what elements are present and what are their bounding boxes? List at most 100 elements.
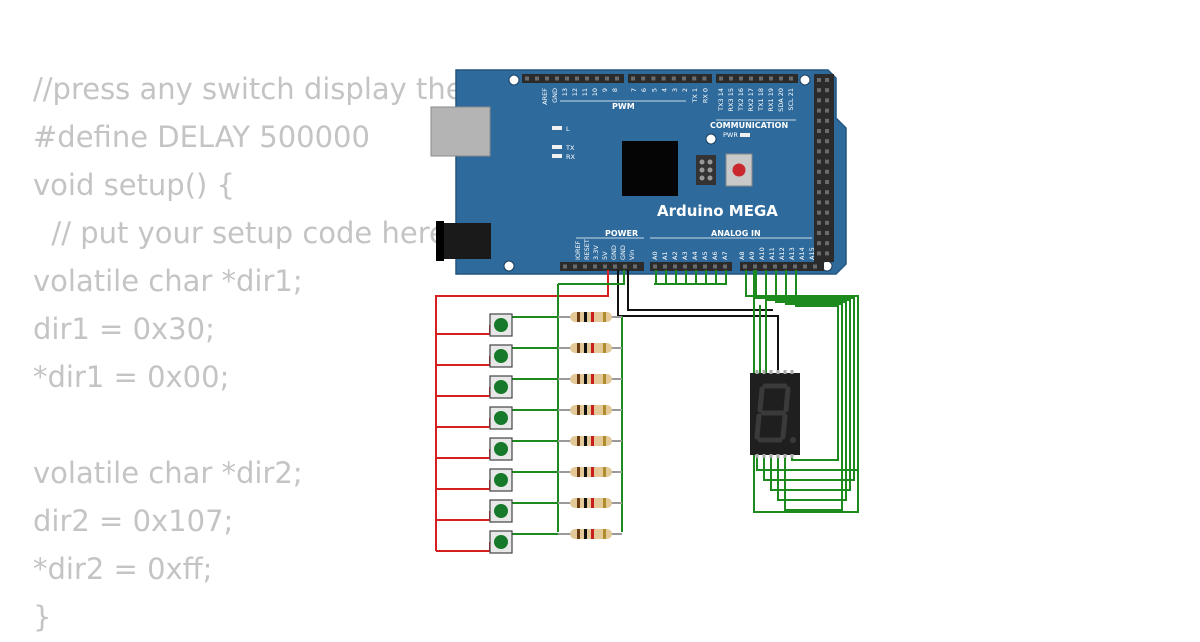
pin-label: 12: [571, 88, 579, 96]
analog-in-label: ANALOG IN: [711, 229, 761, 238]
pin-label: 5V: [601, 251, 609, 260]
pushbutton[interactable]: [489, 468, 513, 492]
code-line: void setup() {: [33, 168, 235, 202]
board-name: Arduino MEGA: [657, 202, 778, 220]
header-pin-holes: [525, 76, 829, 269]
wire: [436, 387, 491, 397]
power-jack: [436, 221, 491, 261]
pin-label: A10: [758, 247, 766, 260]
pin-label: A5: [701, 251, 709, 260]
code-line: // put your setup code here: [33, 216, 447, 250]
communication-label: COMMUNICATION: [710, 121, 788, 130]
pushbutton[interactable]: [489, 375, 513, 399]
pushbutton[interactable]: [489, 499, 513, 523]
reset-button[interactable]: [725, 153, 753, 187]
pin-label: TX1 18: [757, 88, 765, 112]
pin-label: Vin: [628, 250, 636, 260]
pin-label: AREF: [541, 88, 549, 105]
pin-label: 11: [581, 88, 589, 96]
pin-label: GND: [551, 88, 559, 103]
wire: [765, 270, 851, 491]
pin-label: A15: [808, 247, 816, 260]
resistor-group: [558, 312, 622, 539]
pin-label: RX2 17: [747, 88, 755, 111]
code-line: *dir2 = 0xff;: [33, 552, 213, 586]
pin-label: 2: [681, 88, 689, 92]
pwr-label: PWR: [723, 131, 738, 139]
pin-label: 4: [661, 88, 669, 92]
pin-label: 8: [611, 88, 619, 92]
code-line: volatile char *dir2;: [33, 456, 303, 490]
pushbutton[interactable]: [489, 344, 513, 368]
pin-label: 6: [640, 88, 648, 92]
seven-segment-pins: [755, 370, 794, 458]
pin-label: RX1 19: [767, 88, 775, 111]
pushbutton[interactable]: [489, 437, 513, 461]
pin-label: RX3 15: [727, 88, 735, 111]
resistor: [558, 405, 622, 415]
wire: [784, 270, 843, 511]
pin-label: SDA 20: [777, 88, 785, 112]
pin-label: 9: [601, 88, 609, 92]
pushbutton[interactable]: [489, 406, 513, 430]
pin-label: A9: [748, 251, 756, 260]
wire: [436, 449, 491, 459]
led-rx-label: RX: [566, 153, 576, 161]
pin-label: A14: [798, 247, 806, 260]
icsp-header: [696, 155, 716, 185]
pwm-label: PWM: [612, 102, 635, 111]
wire: [436, 542, 491, 552]
pin-label: A8: [738, 251, 746, 260]
code-line: *dir1 = 0x00;: [33, 360, 230, 394]
code-line: dir1 = 0x30;: [33, 312, 215, 346]
pin-label: TX3 14: [717, 88, 725, 112]
microcontroller-chip: [622, 141, 678, 196]
pin-label: RX 0: [701, 88, 709, 103]
code-line: dir2 = 0x107;: [33, 504, 234, 538]
pin-label: GND: [610, 245, 618, 260]
pin-label: RESET: [583, 239, 591, 260]
pushbutton[interactable]: [489, 530, 513, 554]
seven-segment-display[interactable]: [750, 373, 800, 455]
pin-label: TX2 16: [737, 88, 745, 112]
led-tx-label: TX: [565, 144, 575, 152]
pin-label: A11: [768, 247, 776, 260]
wire: [436, 418, 491, 428]
pin-label: 10: [591, 88, 599, 96]
wire: [436, 511, 491, 521]
onboard-leds: [552, 126, 750, 158]
wire: [436, 325, 491, 335]
wire: [558, 270, 625, 285]
code-line: #define DELAY 500000: [33, 120, 370, 154]
code-editor-overlay: //press any switch display the number#de…: [33, 66, 586, 642]
wire: [436, 356, 491, 366]
resistor: [558, 467, 622, 477]
pin-label: A3: [681, 251, 689, 260]
pin-label: 7: [630, 88, 638, 92]
led-l-label: L: [566, 125, 570, 133]
wire: [627, 270, 773, 311]
pin-label: A13: [788, 247, 796, 260]
resistor: [558, 343, 622, 353]
resistor: [558, 436, 622, 446]
pushbutton[interactable]: [489, 313, 513, 337]
resistor: [558, 529, 622, 539]
code-line: volatile char *dir1;: [33, 264, 303, 298]
pin-label: TX 1: [691, 88, 699, 104]
pin-label: A6: [711, 251, 719, 260]
pin-label: IOREF: [574, 240, 582, 260]
power-label: POWER: [605, 229, 638, 238]
pin-label: A7: [721, 251, 729, 260]
wire: [617, 270, 779, 374]
pin-label: A4: [691, 251, 699, 260]
pin-label: A0: [651, 251, 659, 260]
code-line: }: [33, 600, 52, 634]
resistor: [558, 374, 622, 384]
pin-label: 13: [561, 88, 569, 96]
pin-label: A2: [671, 251, 679, 260]
wire: [791, 270, 839, 461]
wire: [755, 270, 855, 481]
pin-label: A1: [661, 251, 669, 260]
pin-label: SCL 21: [787, 88, 795, 111]
